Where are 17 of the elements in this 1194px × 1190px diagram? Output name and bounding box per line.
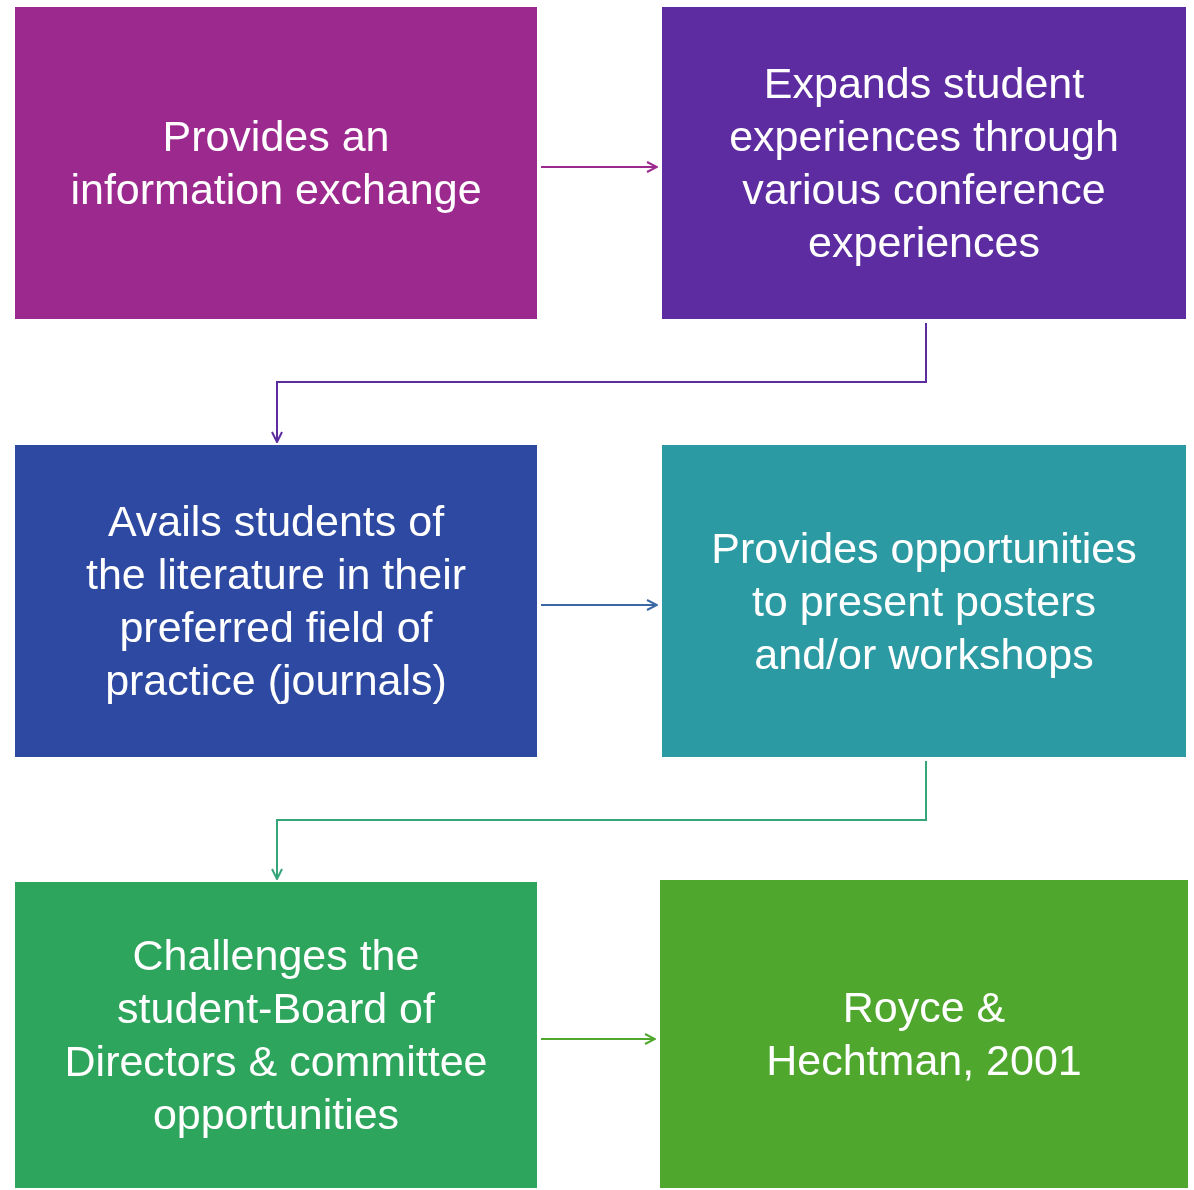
arrow (540, 599, 658, 611)
process-box (660, 880, 1188, 1188)
box-text: Challenges the student-Board of Directors & committee opportunities (63, 930, 489, 1140)
box-text: Royce & Hechtman, 2001 (765, 982, 1083, 1086)
process-box (662, 445, 1186, 757)
process-box (15, 882, 537, 1188)
box-text: Provides opportunities to present posters and/or workshops (710, 522, 1138, 680)
process-box (662, 7, 1186, 319)
process-box (15, 7, 537, 319)
process-box (15, 445, 537, 757)
box-text: Expands student experiences through various conference experiences (728, 58, 1120, 268)
arrow (271, 760, 927, 880)
box-text: Avails students of the literature in their preferred field of practice (journals) (85, 496, 467, 706)
arrow (540, 1033, 656, 1045)
box-text: Provides an information exchange (69, 111, 483, 215)
arrow (540, 161, 658, 173)
arrow (271, 322, 927, 443)
